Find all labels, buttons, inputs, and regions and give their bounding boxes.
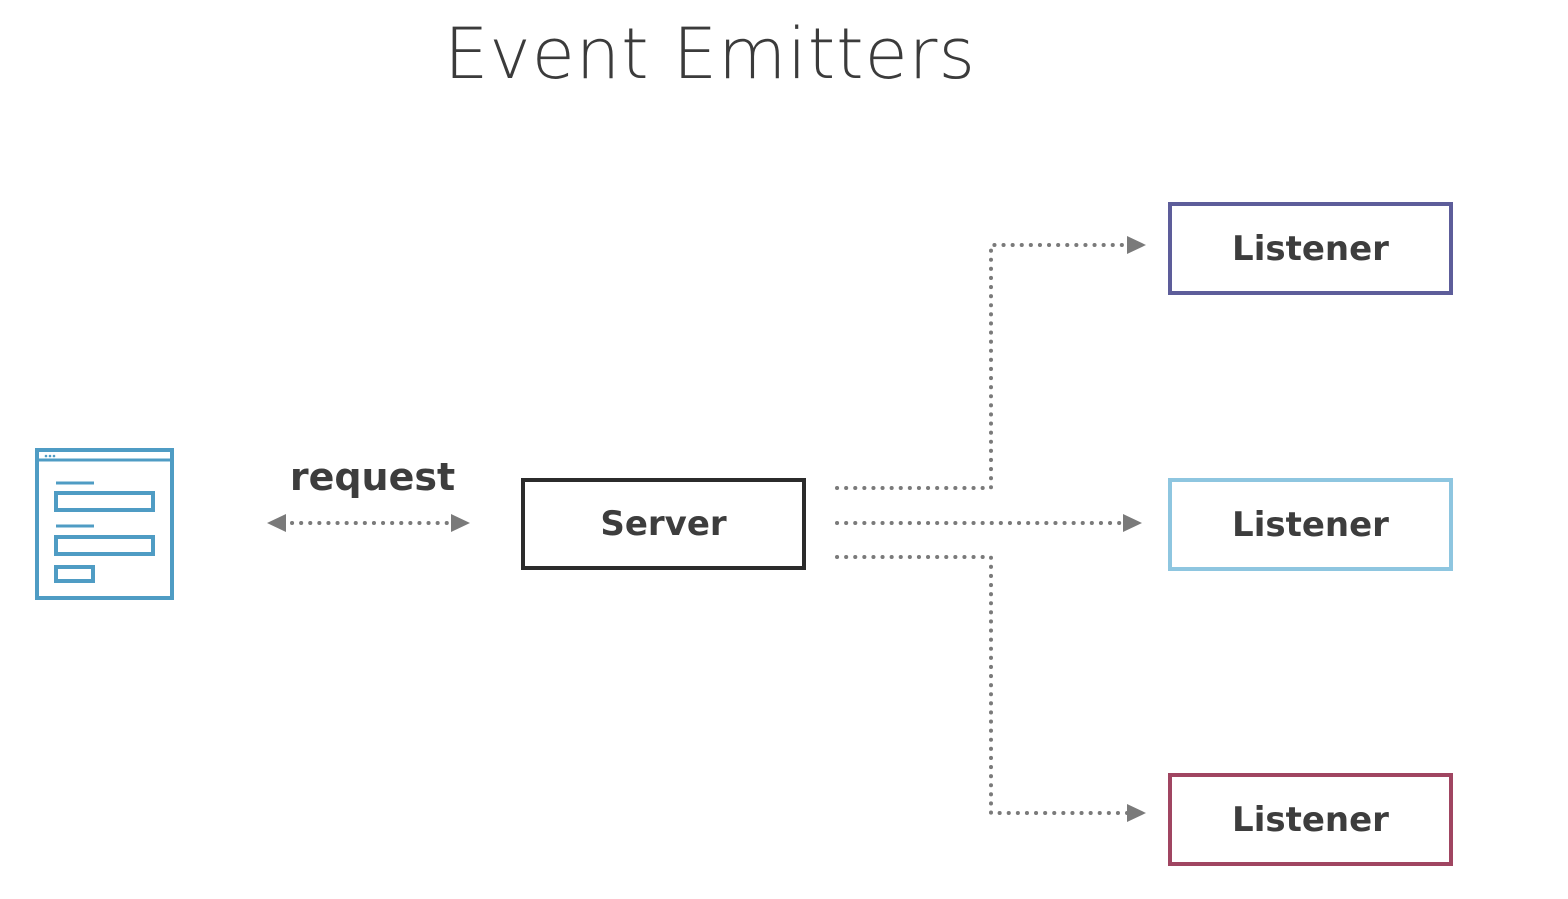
listener-label: Listener xyxy=(1232,799,1389,840)
server-box: Server xyxy=(521,478,806,570)
arrowhead-listener-2 xyxy=(1123,514,1142,532)
request-arrowhead-left xyxy=(267,514,286,532)
listener-box-3: Listener xyxy=(1168,773,1453,866)
arrowhead-listener-3 xyxy=(1127,804,1146,822)
request-label: request xyxy=(289,455,456,499)
server-label: Server xyxy=(600,504,727,544)
web-page-icon xyxy=(35,448,174,600)
listener-box-2: Listener xyxy=(1168,478,1453,571)
connector-listener-3 xyxy=(835,555,1130,815)
listener-label: Listener xyxy=(1232,504,1389,545)
listener-box-1: Listener xyxy=(1168,202,1453,295)
listener-label: Listener xyxy=(1232,228,1389,269)
arrowhead-listener-1 xyxy=(1127,236,1146,254)
diagram-title: Event Emitters xyxy=(444,13,976,95)
request-arrowhead-right xyxy=(451,514,470,532)
connector-listener-1 xyxy=(835,243,1130,490)
